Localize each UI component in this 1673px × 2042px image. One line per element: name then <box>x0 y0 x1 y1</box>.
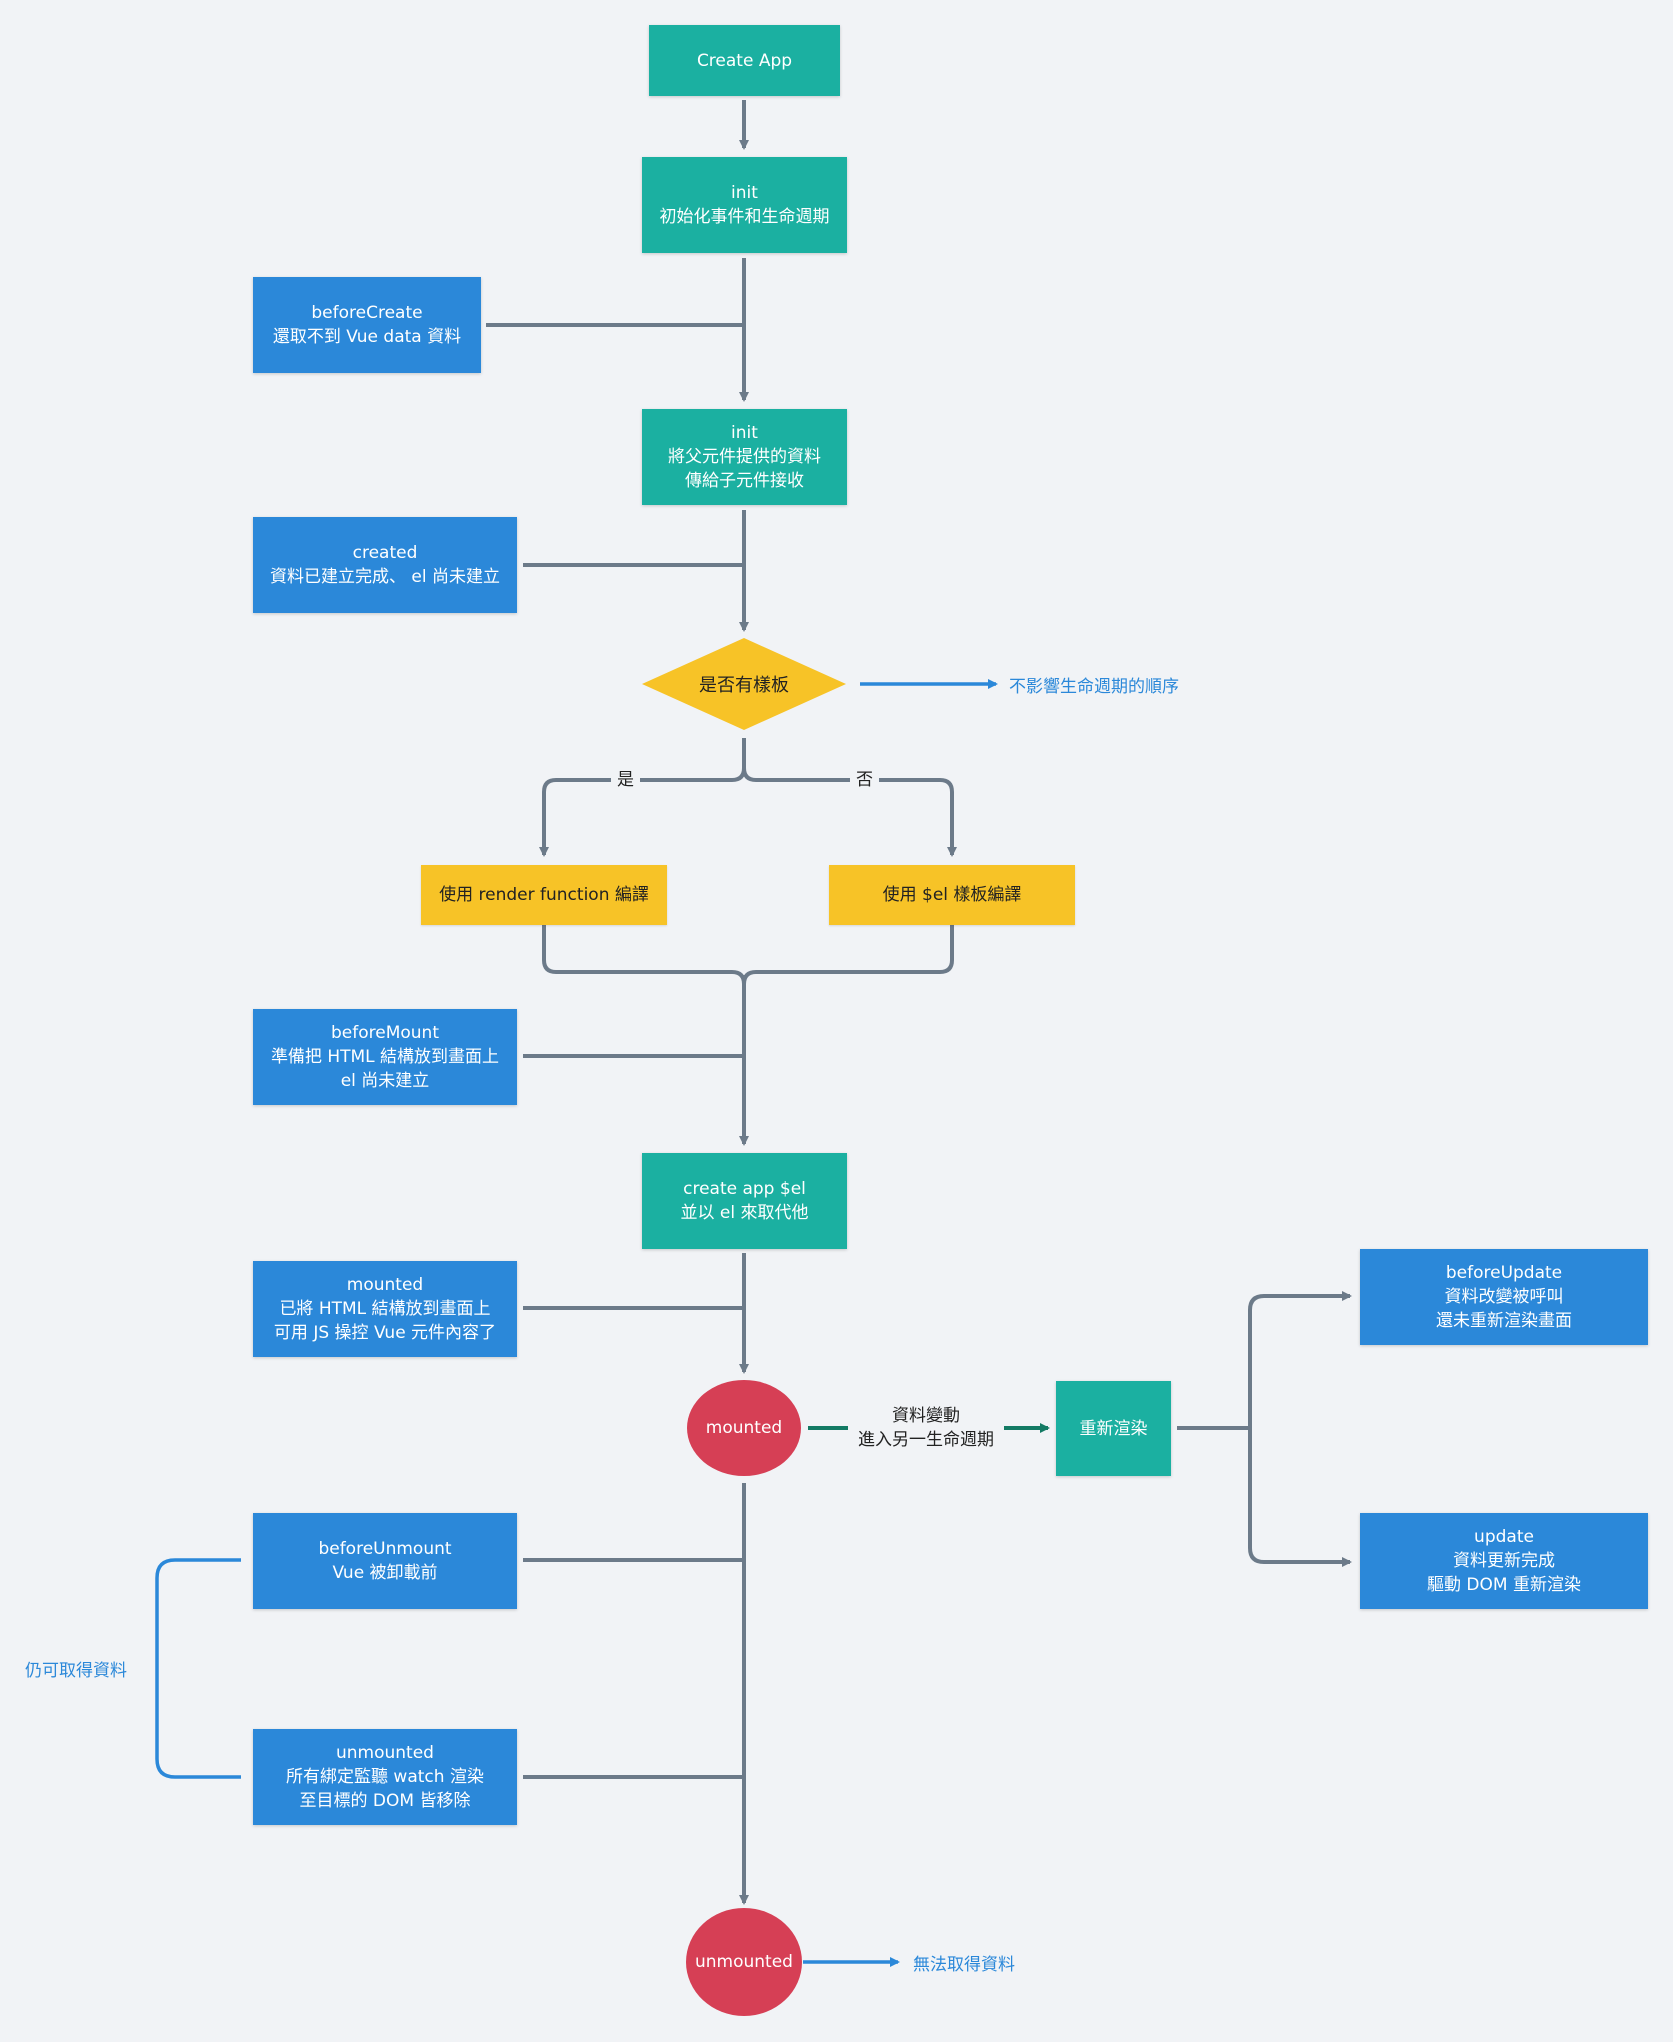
render-function-label: 使用 render function 編譯 <box>439 885 649 905</box>
mounted-hook-line1: 已將 HTML 結構放到畫面上 <box>279 1299 491 1319</box>
create-app-node: Create App <box>649 25 840 96</box>
unmounted-hook-title: unmounted <box>336 1743 434 1763</box>
before-update-line1: 資料改變被呼叫 <box>1444 1287 1564 1307</box>
unmounted-hook-line2: 至目標的 DOM 皆移除 <box>299 1791 471 1811</box>
mounted-hook-title: mounted <box>346 1275 424 1295</box>
before-update-line2: 還未重新渲染畫面 <box>1436 1311 1572 1331</box>
created-hook: created 資料已建立完成、 el 尚未建立 <box>253 517 517 613</box>
data-change-line2: 進入另一生命週期 <box>858 1430 994 1450</box>
mounted-hook: mounted 已將 HTML 結構放到畫面上 可用 JS 操控 Vue 元件內… <box>253 1261 517 1357</box>
branch-no-path <box>742 738 957 857</box>
fork-to-before-update <box>1248 1291 1352 1428</box>
create-el-node: create app $el 並以 el 來取代他 <box>642 1153 847 1249</box>
init-events-node: init 初始化事件和生命週期 <box>642 157 847 253</box>
fork-to-update <box>1248 1428 1352 1567</box>
init-props-title: init <box>731 423 758 443</box>
branch-no-label: 否 <box>850 769 879 791</box>
template-decision-diamond <box>642 638 846 730</box>
init-props-line2: 傳給子元件接收 <box>685 471 804 491</box>
init-events-title: init <box>731 183 758 203</box>
merge-left-path <box>542 925 746 985</box>
data-change-text: 資料變動 進入另一生命週期 <box>848 1404 1004 1452</box>
before-unmount-desc: Vue 被卸載前 <box>332 1563 438 1583</box>
mounted-state-circle: mounted <box>687 1380 801 1476</box>
render-function-node: 使用 render function 編譯 <box>421 865 667 925</box>
before-create-title: beforeCreate <box>311 303 423 323</box>
el-template-node: 使用 $el 樣板編譯 <box>829 865 1075 925</box>
el-template-label: 使用 $el 樣板編譯 <box>882 885 1022 905</box>
unmounted-state-circle: unmounted <box>686 1908 802 2016</box>
create-el-title: create app $el <box>683 1179 806 1199</box>
before-create-desc: 還取不到 Vue data 資料 <box>272 327 462 347</box>
create-el-desc: 並以 el 來取代他 <box>680 1203 809 1223</box>
before-unmount-hook: beforeUnmount Vue 被卸載前 <box>253 1513 517 1609</box>
init-props-node: init 將父元件提供的資料 傳給子元件接收 <box>642 409 847 505</box>
merge-right-path <box>742 925 954 985</box>
still-data-text: 仍可取得資料 <box>25 1661 127 1681</box>
branch-yes-path <box>539 738 746 857</box>
unmounted-state-label: unmounted <box>695 1952 793 1972</box>
before-unmount-title: beforeUnmount <box>318 1539 452 1559</box>
no-data-text: 無法取得資料 <box>913 1955 1015 1975</box>
before-mount-title: beforeMount <box>331 1023 439 1043</box>
before-mount-line1: 準備把 HTML 結構放到畫面上 <box>270 1047 500 1067</box>
before-update-hook: beforeUpdate 資料改變被呼叫 還未重新渲染畫面 <box>1360 1249 1648 1345</box>
before-create-hook: beforeCreate 還取不到 Vue data 資料 <box>253 277 481 373</box>
unmounted-hook-line1: 所有綁定監聽 watch 渲染 <box>286 1767 484 1787</box>
branch-yes-label: 是 <box>611 769 640 791</box>
before-mount-line2: el 尚未建立 <box>340 1071 430 1091</box>
template-decision-label: 是否有樣板 <box>699 675 789 696</box>
still-data-bracket <box>155 1558 241 1779</box>
update-title: update <box>1474 1527 1534 1547</box>
mounted-state-label: mounted <box>705 1418 783 1438</box>
init-events-desc: 初始化事件和生命週期 <box>659 207 830 227</box>
template-note-text: 不影響生命週期的順序 <box>1009 677 1179 697</box>
data-change-line1: 資料變動 <box>892 1406 960 1426</box>
created-title: created <box>352 543 418 563</box>
before-update-title: beforeUpdate <box>1445 1263 1563 1283</box>
create-app-label: Create App <box>696 50 793 71</box>
rerender-node: 重新渲染 <box>1056 1381 1171 1476</box>
update-hook: update 資料更新完成 驅動 DOM 重新渲染 <box>1360 1513 1648 1609</box>
before-mount-hook: beforeMount 準備把 HTML 結構放到畫面上 el 尚未建立 <box>253 1009 517 1105</box>
rerender-label: 重新渲染 <box>1079 1418 1148 1439</box>
unmounted-hook: unmounted 所有綁定監聽 watch 渲染 至目標的 DOM 皆移除 <box>253 1729 517 1825</box>
update-line1: 資料更新完成 <box>1453 1551 1555 1571</box>
mounted-hook-line2: 可用 JS 操控 Vue 元件內容了 <box>273 1323 497 1343</box>
created-desc: 資料已建立完成、 el 尚未建立 <box>270 567 500 587</box>
init-props-line1: 將父元件提供的資料 <box>668 447 821 467</box>
update-line2: 驅動 DOM 重新渲染 <box>1427 1575 1581 1595</box>
